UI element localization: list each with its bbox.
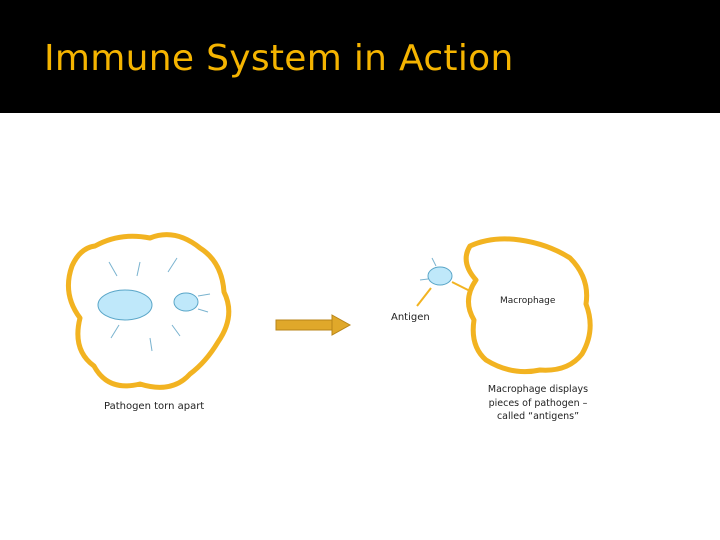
process-arrow <box>275 314 352 336</box>
left-cell-outline <box>65 232 232 390</box>
label-macrophage: Macrophage <box>500 296 556 306</box>
caption-pathogen-torn-apart: Pathogen torn apart <box>104 401 205 412</box>
antigen-fragment <box>167 257 178 273</box>
antigen-connector <box>451 281 473 293</box>
title-bar: Immune System in Action <box>0 0 720 113</box>
antigen-fragment <box>431 257 437 267</box>
slide-title: Immune System in Action <box>44 38 514 79</box>
arrow-head <box>331 314 352 336</box>
pathogen-fragment-large <box>97 289 153 321</box>
caption-macrophage-displays: Macrophage displays pieces of pathogen –… <box>487 384 589 422</box>
antigen-fragment <box>136 261 141 277</box>
antigen-fragment <box>197 293 211 297</box>
antigen-pointer <box>416 287 432 307</box>
antigen-fragment <box>110 324 120 339</box>
antigen-fragments-right <box>419 257 437 281</box>
macrophage-outline <box>463 236 593 375</box>
antigen-fragment-displayed <box>427 266 453 286</box>
antigen-fragment <box>197 308 209 313</box>
antigen-fragments-left <box>108 257 211 352</box>
label-antigen: Antigen <box>391 312 430 323</box>
antigen-fragment <box>108 261 118 277</box>
antigen-fragment <box>171 324 181 337</box>
pathogen-fragment-small <box>173 292 199 312</box>
arrow-shaft <box>275 319 333 331</box>
antigen-fragment <box>149 337 153 352</box>
antigen-fragment <box>419 278 429 281</box>
